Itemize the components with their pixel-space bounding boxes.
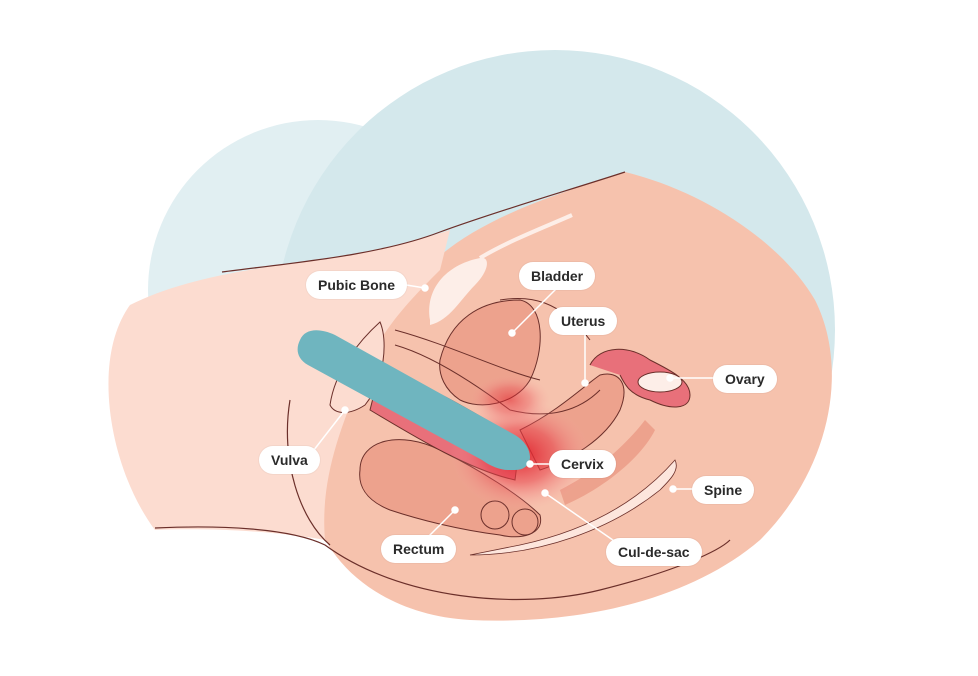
ovary-shape <box>637 371 683 393</box>
label-spine: Spine <box>692 476 755 504</box>
thigh-shape <box>108 230 450 540</box>
thigh-outline <box>221 171 626 273</box>
label-vulva: Vulva <box>259 446 320 474</box>
body-outline <box>154 526 731 601</box>
label-uterus: Uterus <box>549 307 618 335</box>
label-bladder: Bladder <box>519 262 596 290</box>
device <box>297 330 530 470</box>
pubic-bone-shape <box>429 257 487 325</box>
pubic-line <box>478 213 573 260</box>
label-rectum: Rectum <box>381 535 457 563</box>
spine-shape <box>469 459 677 556</box>
label-ovary: Ovary <box>713 365 777 393</box>
intestine-loop <box>511 508 539 536</box>
bladder-glow <box>470 375 550 425</box>
label-cervix: Cervix <box>549 450 616 478</box>
inner-outline <box>286 399 331 546</box>
label-cul-de-sac: Cul-de-sac <box>606 538 702 566</box>
label-pubic-bone: Pubic Bone <box>306 271 408 299</box>
